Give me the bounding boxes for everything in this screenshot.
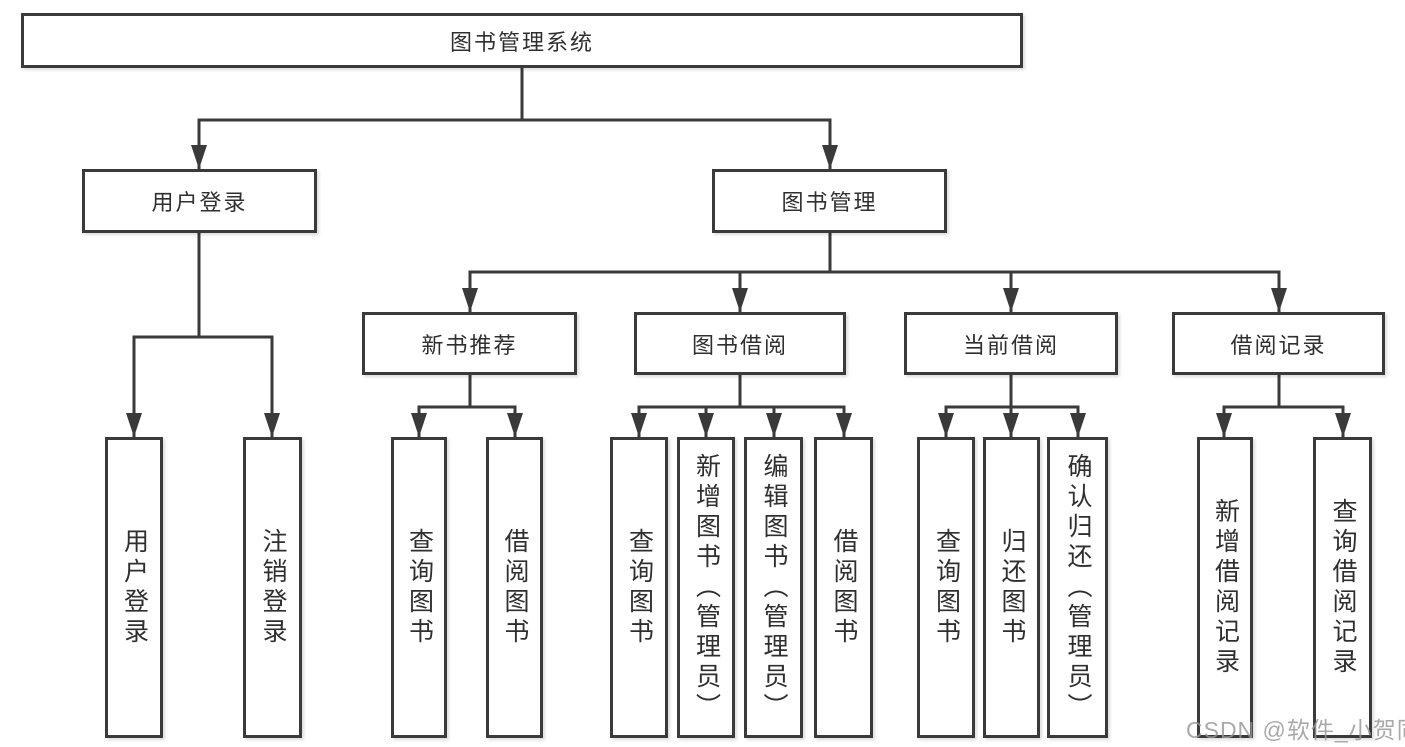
node-label: 图书管理系统 [449, 29, 594, 55]
arrow-down-icon [631, 413, 647, 437]
leaf-label: 新增借阅记录 [1211, 497, 1240, 678]
leaf-borrowing-edit-books-admin: 编辑图书（管理员） [744, 437, 803, 738]
arrow-down-icon [1003, 413, 1019, 437]
node-user-login: 用户登录 [82, 169, 317, 233]
arrow-down-icon [126, 413, 142, 437]
arrow-down-icon [264, 413, 280, 437]
leaf-label: 归还图书 [998, 527, 1026, 648]
arrow-down-icon [411, 413, 427, 437]
leaf-current-query-books: 查询图书 [917, 437, 975, 738]
leaf-label: 借阅图书 [501, 527, 529, 648]
leaf-user-login: 用户登录 [105, 437, 163, 738]
node-new-book-recommend: 新书推荐 [362, 312, 577, 375]
arrow-down-icon [732, 288, 748, 312]
leaf-records-add-borrow-record: 新增借阅记录 [1197, 437, 1253, 738]
csdn-watermark: CSDN @软件_小贺同学 [1186, 717, 1405, 743]
leaf-newbook-query-books: 查询图书 [391, 437, 447, 738]
arrow-down-icon [836, 413, 852, 437]
arrow-down-icon [822, 145, 838, 169]
leaf-label: 用户登录 [120, 527, 149, 648]
node-current-borrowing: 当前借阅 [904, 312, 1118, 375]
leaf-borrowing-add-books-admin: 新增图书（管理员） [677, 437, 735, 738]
leaf-current-confirm-return-admin: 确认归还（管理员） [1047, 437, 1108, 738]
leaf-label: 新增图书（管理员） [692, 452, 721, 723]
arrow-down-icon [462, 288, 478, 312]
connector-book-management-to-level3 [468, 233, 1281, 312]
node-book-borrowing: 图书借阅 [634, 312, 846, 375]
leaf-label: 查询图书 [932, 527, 961, 648]
connector-user-login-to-leaves [132, 233, 274, 437]
node-library-management-system: 图书管理系统 [21, 13, 1023, 68]
leaf-borrowing-query-books: 查询图书 [610, 437, 668, 738]
arrow-down-icon [698, 413, 714, 437]
leaf-label: 编辑图书（管理员） [760, 452, 788, 723]
leaf-borrowing-borrow-books: 借阅图书 [814, 437, 873, 738]
leaf-label: 查询图书 [625, 527, 654, 648]
arrow-down-icon [1335, 413, 1351, 437]
arrow-down-icon [1216, 413, 1232, 437]
connector-borrowing-records-to-leaves [1222, 375, 1345, 437]
leaf-label: 查询借阅记录 [1329, 497, 1357, 678]
node-label: 当前借阅 [962, 332, 1059, 358]
arrow-down-icon [1271, 288, 1287, 312]
leaf-logout: 注销登录 [243, 437, 302, 738]
node-label: 新书推荐 [421, 332, 518, 358]
connector-root-to-level2 [197, 68, 832, 169]
node-book-management: 图书管理 [712, 169, 947, 233]
arrow-down-icon [191, 145, 207, 169]
connector-book-borrowing-to-leaves [637, 375, 846, 437]
node-borrowing-records: 借阅记录 [1172, 312, 1385, 375]
connector-new-book-recommend-to-leaves [417, 375, 517, 437]
arrow-down-icon [507, 413, 523, 437]
leaf-label: 确认归还（管理员） [1064, 452, 1092, 723]
node-label: 图书管理 [781, 190, 878, 215]
arrow-down-icon [1070, 413, 1086, 437]
leaf-records-query-borrow-record: 查询借阅记录 [1313, 437, 1372, 738]
node-label: 用户登录 [151, 190, 248, 215]
node-label: 借阅记录 [1230, 332, 1327, 358]
leaf-newbook-borrow-books: 借阅图书 [486, 437, 543, 738]
arrow-down-icon [766, 413, 782, 437]
leaf-label: 查询图书 [405, 527, 434, 648]
arrow-down-icon [1003, 288, 1019, 312]
arrow-down-icon [938, 413, 954, 437]
leaf-current-return-books: 归还图书 [983, 437, 1040, 738]
node-label: 图书借阅 [691, 332, 788, 358]
leaf-label: 借阅图书 [830, 527, 858, 648]
leaf-label: 注销登录 [259, 527, 287, 648]
arrowheads [126, 145, 1351, 437]
